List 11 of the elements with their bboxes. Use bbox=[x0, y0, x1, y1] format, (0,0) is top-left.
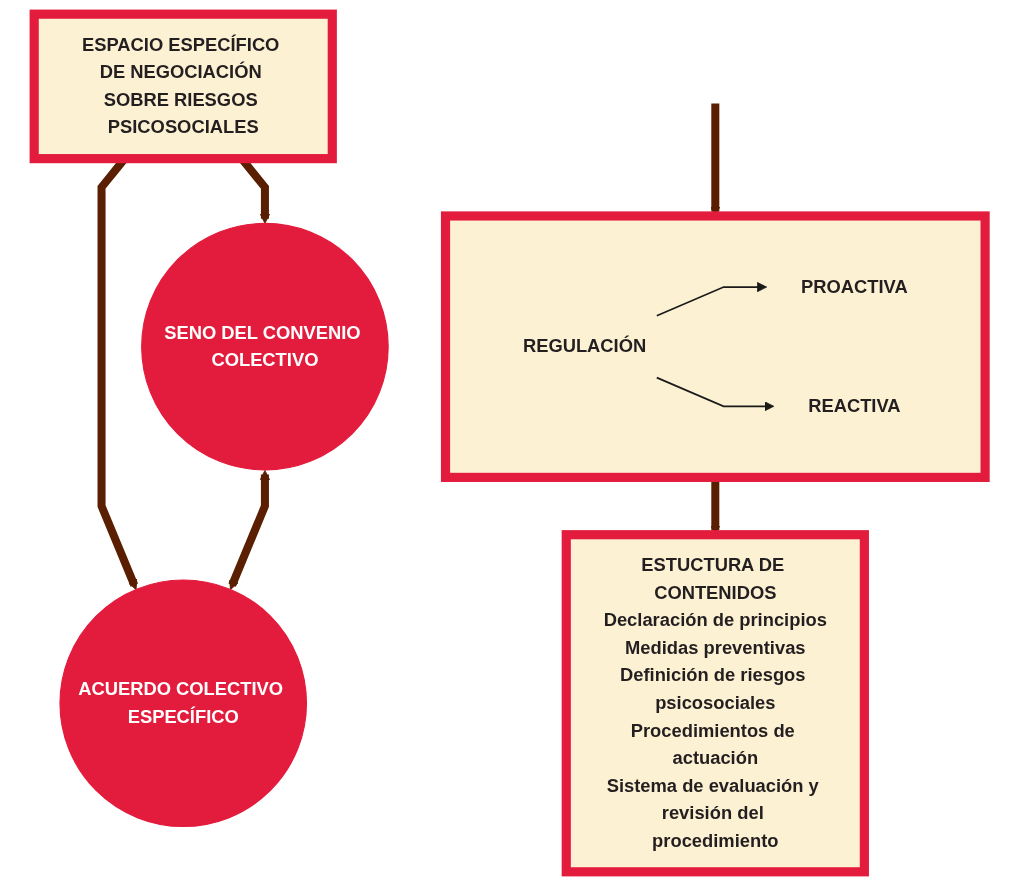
arrow bbox=[228, 469, 271, 590]
node-circle: SENO DEL CONVENIO COLECTIVO bbox=[141, 222, 390, 471]
node-text: REACTIVA bbox=[808, 395, 901, 416]
cluster bbox=[441, 211, 991, 482]
node-text: PROACTIVA bbox=[801, 276, 909, 297]
arrow bbox=[656, 376, 775, 412]
node-box: ESPACIO ESPECÍFICO DE NEGOCIACIÓN SOBRE RIESGOS PSICOSOCIALES bbox=[29, 9, 338, 164]
node-text: REGULACIÓN bbox=[523, 336, 647, 356]
arrow bbox=[656, 282, 768, 317]
node-circle: ACUERDO COLECTIVO ESPECÍFICO bbox=[59, 579, 308, 828]
node-box: ESTUCTURA DE CONTENIDOS Declaración de principios Medidas preventivas Definición de riesgos psicosociales Procedimientos de actuación Sistema de evaluación y revisión del procedimiento bbox=[562, 530, 870, 877]
